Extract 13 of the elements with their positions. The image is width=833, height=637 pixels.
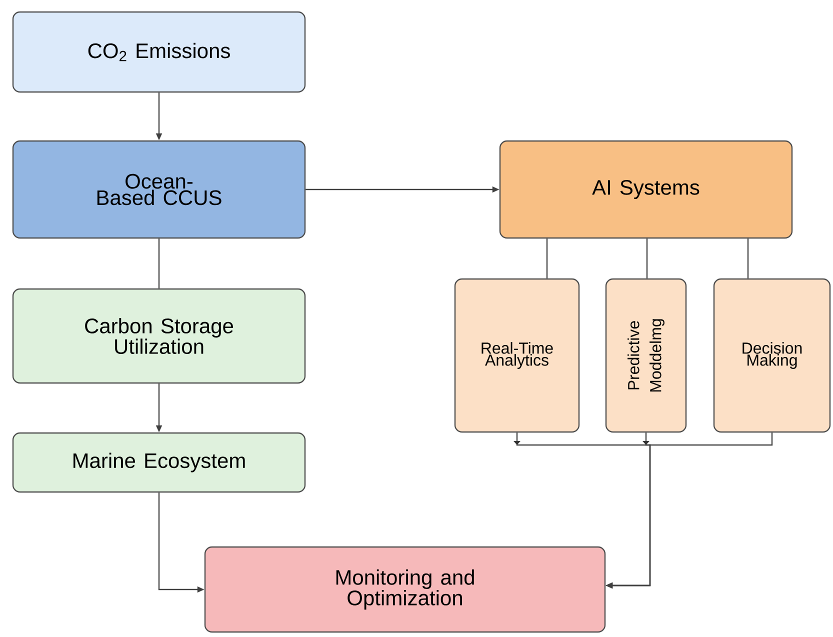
connector-line <box>747 238 749 278</box>
process-box: Marine Ecosystem <box>12 432 306 493</box>
process-box: Real-Time Analytics <box>454 278 580 433</box>
process-box: AI Systems <box>499 140 793 239</box>
process-box: Ocean-Based CCUS <box>12 140 306 239</box>
process-box: CO$_{2}$ Emissions <box>12 11 306 93</box>
process-box: Carbon Storage Utilization <box>12 288 306 384</box>
process-box: Monitoring and Optimization <box>204 546 606 633</box>
process-box: Decision Making <box>713 278 831 433</box>
connector-line <box>646 238 648 278</box>
connector-line <box>546 238 548 278</box>
process-box: Predictive Moddelmg <box>605 278 687 433</box>
connector-line <box>158 238 160 288</box>
